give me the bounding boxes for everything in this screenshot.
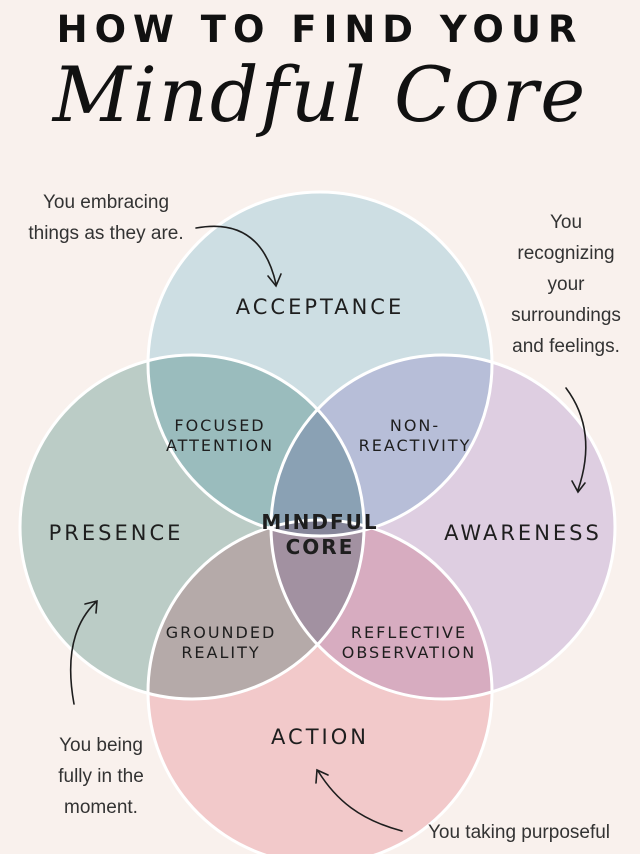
label-action: ACTION xyxy=(271,725,369,749)
arrow-presence xyxy=(69,601,97,705)
circle-action xyxy=(148,520,492,854)
arrow-action xyxy=(317,770,403,832)
page-title: HOW TO FIND YOUR xyxy=(56,8,584,51)
arrow-acceptance xyxy=(195,225,277,285)
arrow-awareness xyxy=(565,387,587,491)
note-awareness: You recognizing your surroundings and fe… xyxy=(511,212,621,357)
label-presence: PRESENCE xyxy=(48,521,184,545)
script-title: Mindful Core xyxy=(52,50,588,139)
label-awareness: AWARENESS xyxy=(444,521,602,545)
label-acceptance: ACCEPTANCE xyxy=(235,295,405,319)
label-non-reactivity: NON-REACTIVITY xyxy=(358,416,472,455)
note-action: You taking purposeful xyxy=(427,822,611,843)
note-presence: You being fully in the moment. xyxy=(58,735,144,818)
